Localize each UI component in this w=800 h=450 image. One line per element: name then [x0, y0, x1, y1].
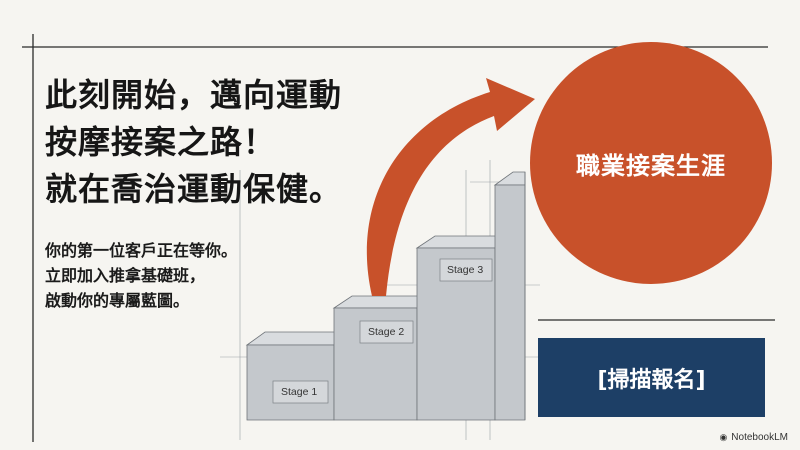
- scan-register-button[interactable]: [掃描報名]: [538, 338, 765, 417]
- subtext-line-2: 立即加入推拿基礎班，: [45, 266, 206, 285]
- subtext-line-1: 你的第一位客戶正在等你。: [45, 241, 238, 260]
- stage-2-box: [359, 320, 414, 344]
- subtext-line-3: 啟動你的專屬藍圖。: [45, 291, 190, 310]
- step-4-top: [493, 171, 526, 186]
- stage-2-label: Stage 2: [368, 326, 405, 338]
- growth-arrow: [366, 78, 535, 296]
- headline-line-1: 此刻開始，邁向運動: [45, 76, 343, 114]
- step-4-front: [494, 184, 526, 421]
- headline-line-3: 就在喬治運動保健。: [45, 170, 343, 208]
- arrow-shape: [366, 78, 535, 296]
- notebooklm-logo-icon: ◉: [719, 432, 728, 442]
- headline-line-2: 按摩接案之路！: [45, 123, 277, 161]
- stage-1-box: [272, 380, 329, 404]
- goal-circle: 職業接案生涯: [530, 42, 772, 284]
- brand-name: NotebookLM: [731, 432, 788, 443]
- brand-watermark: ◉ NotebookLM: [719, 432, 788, 443]
- cta-label: [掃描報名]: [597, 367, 706, 393]
- stage-1-label: Stage 1: [281, 386, 318, 398]
- stage-3-label: Stage 3: [447, 264, 484, 276]
- stage-3-box: [439, 258, 493, 282]
- staircase: [245, 171, 526, 421]
- headline: 此刻開始，邁向運動 按摩接案之路！ 就在喬治運動保健。: [45, 72, 342, 213]
- subtext: 你的第一位客戶正在等你。 立即加入推拿基礎班， 啟動你的專屬藍圖。: [45, 238, 237, 313]
- goal-label: 職業接案生涯: [576, 151, 726, 180]
